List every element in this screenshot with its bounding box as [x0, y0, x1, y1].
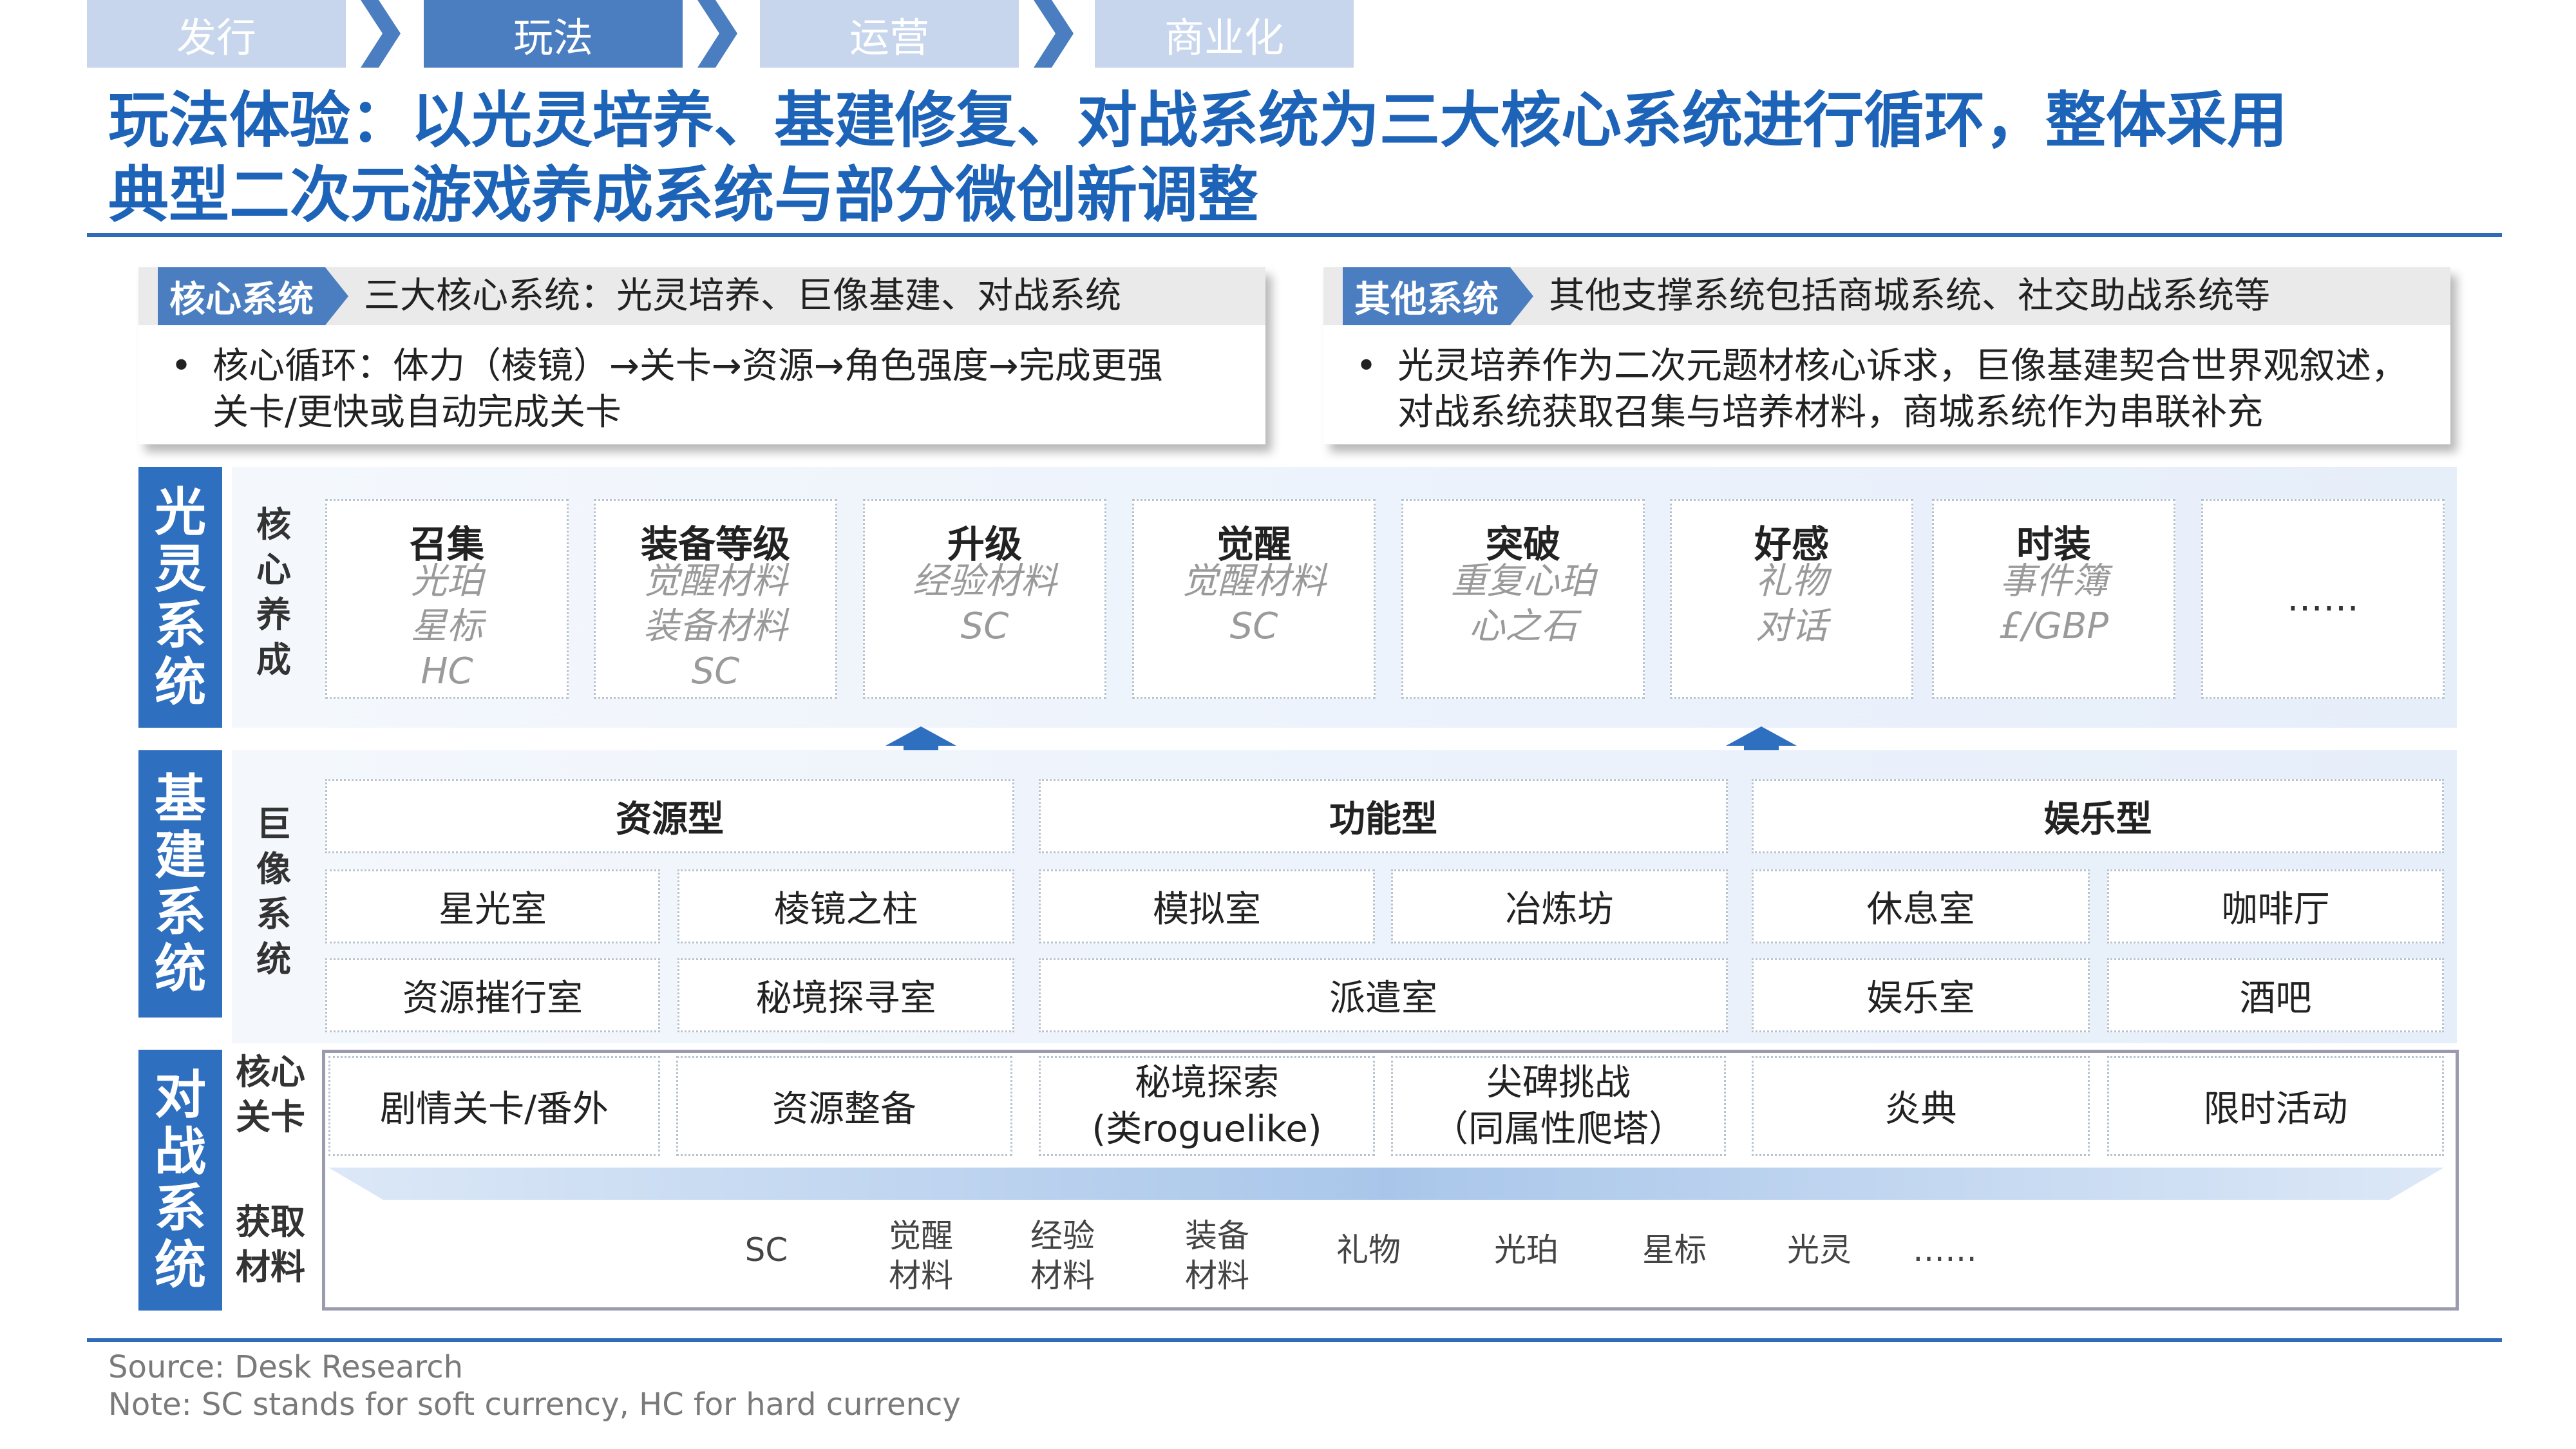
material-exp: 经验材料	[1030, 1217, 1095, 1294]
stage-resource: 资源整备	[676, 1056, 1012, 1156]
room-entertainment: 娱乐室	[1752, 958, 2090, 1032]
chevron-right-icon	[1034, 0, 1074, 68]
material-flow-band	[328, 1168, 2444, 1200]
growth-box-more: ……	[2201, 499, 2445, 699]
core-system-heading: 三大核心系统：光灵培养、巨像基建、对战系统	[364, 275, 1121, 317]
room-prism-pillar: 棱镜之柱	[677, 869, 1014, 943]
core-system-tag: 核心系统	[158, 267, 325, 325]
page-title: 玩法体验：以光灵培养、基建修复、对战系统为三大核心系统进行循环，整体采用 典型二…	[108, 84, 2491, 233]
stage-story: 剧情关卡/番外	[328, 1056, 660, 1156]
base-system-label: 基建系统	[138, 750, 222, 1018]
character-system-label: 光灵系统	[138, 467, 222, 728]
stage-spire-challenge: 尖碑挑战（同属性爬塔）	[1391, 1056, 1726, 1156]
other-system-tag: 其他系统	[1343, 267, 1510, 325]
core-system-card: 核心系统 三大核心系统：光灵培养、巨像基建、对战系统 • 核心循环：体力（棱镜）…	[138, 267, 1265, 444]
footer-source: Source: Desk Research	[108, 1349, 464, 1385]
footer-divider	[87, 1338, 2502, 1342]
tab-gameplay[interactable]: 玩法	[424, 0, 683, 68]
core-loop-text: 核心循环：体力（棱镜）→关卡→资源→角色强度→完成更强 关卡/更快或自动完成关卡	[213, 345, 1163, 433]
colossus-system-label: 巨像系统	[256, 804, 291, 980]
page-title-line2: 典型二次元游戏养成系统与部分微创新调整	[108, 160, 1259, 231]
chevron-right-icon	[697, 0, 737, 68]
group-resource-header: 资源型	[325, 779, 1014, 853]
obtain-material-label: 获取材料	[236, 1201, 305, 1287]
tab-release[interactable]: 发行	[87, 0, 346, 68]
room-starlight: 星光室	[325, 869, 660, 943]
tab-monetization[interactable]: 商业化	[1095, 0, 1354, 68]
stage-secret-explore: 秘境探索(类roguelike)	[1039, 1056, 1375, 1156]
room-bar: 酒吧	[2107, 958, 2444, 1032]
footer-note: Note: SC stands for soft currency, HC fo…	[108, 1387, 961, 1423]
page-title-line1: 玩法体验：以光灵培养、基建修复、对战系统为三大核心系统进行循环，整体采用	[108, 86, 2288, 156]
room-cafe: 咖啡厅	[2107, 869, 2444, 943]
core-growth-label: 核心养成	[256, 504, 291, 680]
tag-arrow-icon	[1510, 267, 1533, 325]
room-lounge: 休息室	[1752, 869, 2090, 943]
bullet-dot-icon: •	[171, 345, 193, 387]
material-sc: SC	[744, 1231, 788, 1269]
material-awaken: 觉醒材料	[889, 1217, 953, 1294]
material-spirit: 光灵	[1787, 1231, 1852, 1269]
growth-box-breakthrough: 突破 重复心珀心之石	[1401, 499, 1645, 699]
room-dispatch: 派遣室	[1039, 958, 1728, 1032]
title-divider	[87, 233, 2502, 237]
other-system-heading: 其他支撑系统包括商城系统、社交助战系统等	[1549, 275, 2270, 317]
growth-box-affection: 好感 礼物对话	[1670, 499, 1913, 699]
up-arrow-icon	[886, 726, 956, 765]
material-amber: 光珀	[1494, 1231, 1558, 1269]
group-function-header: 功能型	[1039, 779, 1728, 853]
bullet-dot-icon: •	[1356, 345, 1378, 387]
core-stage-label: 核心关卡	[236, 1052, 305, 1137]
other-system-text: 光灵培养作为二次元题材核心诉求，巨像基建契合世界观叙述， 对战系统获取召集与培养…	[1397, 345, 2407, 433]
room-smelting: 冶炼坊	[1391, 869, 1728, 943]
room-secret-explore: 秘境探寻室	[677, 958, 1014, 1032]
stage-limited-event: 限时活动	[2107, 1056, 2444, 1156]
stage-yandian: 炎典	[1752, 1056, 2090, 1156]
battle-system-label: 对战系统	[138, 1050, 222, 1311]
other-system-card: 其他系统 其他支撑系统包括商城系统、社交助战系统等 • 光灵培养作为二次元题材核…	[1323, 267, 2450, 444]
up-arrow-icon	[1726, 726, 1797, 765]
material-gift: 礼物	[1336, 1231, 1401, 1269]
material-star: 星标	[1642, 1231, 1707, 1269]
material-equip: 装备材料	[1185, 1217, 1249, 1294]
room-simulation: 模拟室	[1039, 869, 1375, 943]
group-leisure-header: 娱乐型	[1752, 779, 2444, 853]
room-resource: 资源摧行室	[325, 958, 660, 1032]
tag-arrow-icon	[325, 267, 348, 325]
material-more: ……	[1913, 1231, 1977, 1269]
growth-box-costume: 时装 事件簿£/GBP	[1932, 499, 2175, 699]
tab-operation[interactable]: 运营	[760, 0, 1019, 68]
chevron-right-icon	[361, 0, 401, 68]
